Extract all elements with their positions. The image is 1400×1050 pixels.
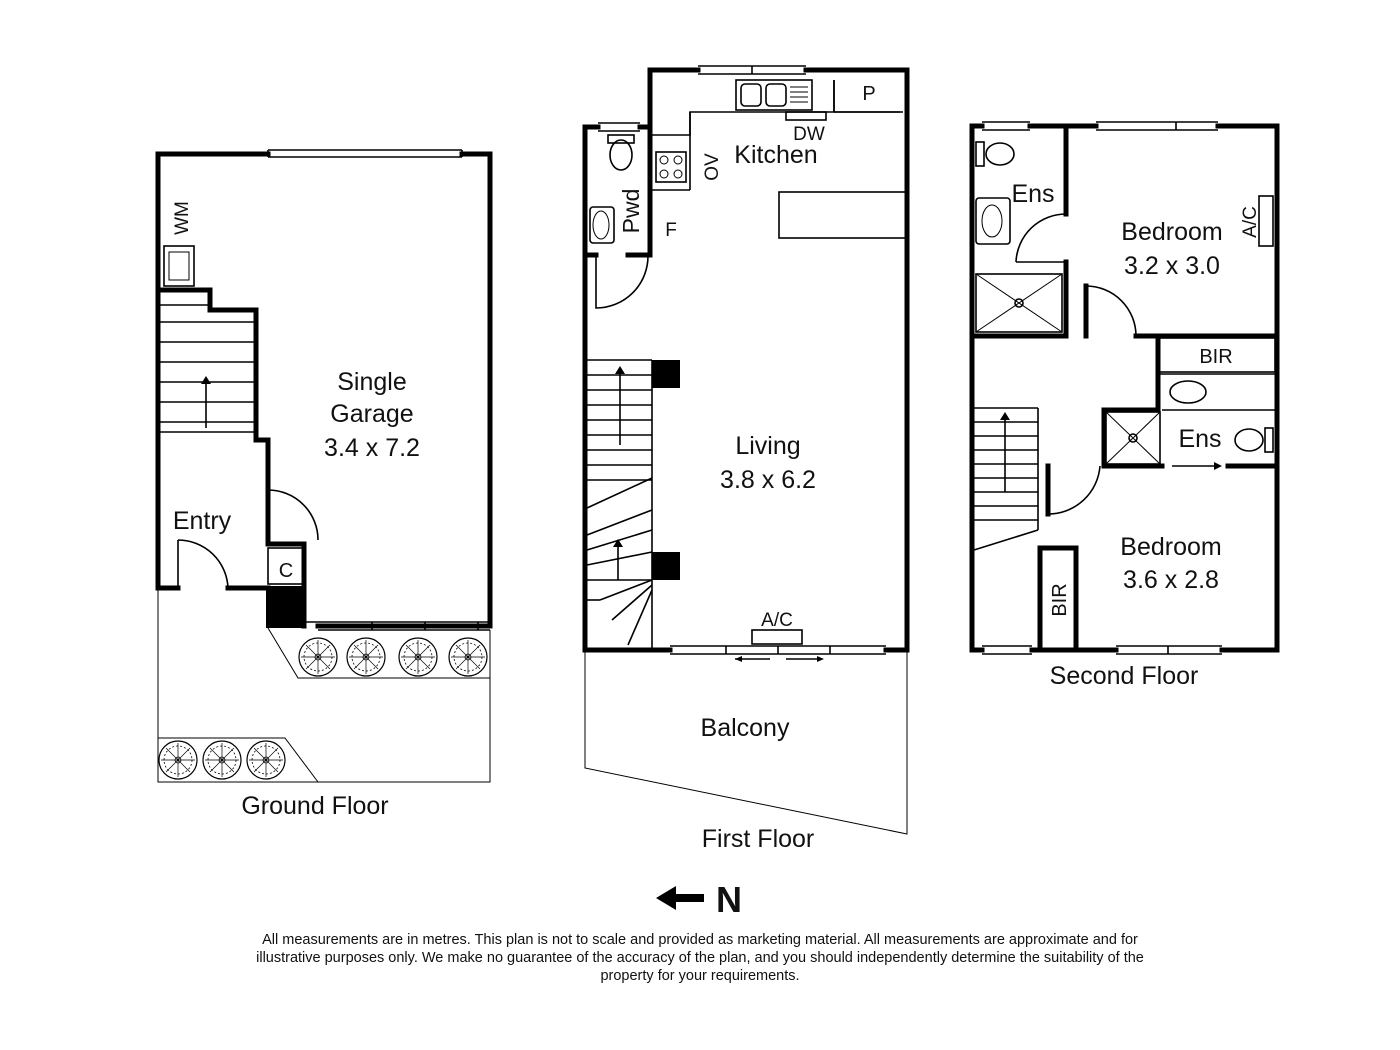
ensuite-window <box>982 121 1030 131</box>
pillar <box>266 586 306 628</box>
shrub-icon <box>202 740 242 780</box>
shrub-icon <box>298 637 338 677</box>
slide-arrow-icon <box>817 656 824 662</box>
stair-up-arrow-icon <box>615 366 625 374</box>
shrub-icon <box>246 740 286 780</box>
shrub-icon <box>448 637 488 677</box>
toilet-icon <box>1234 428 1264 452</box>
ground-floor-plan: Single Garage 3.4 x 7.2 Entry C WM Groun… <box>155 149 493 820</box>
ac-unit <box>1258 195 1274 247</box>
bedroom2-door <box>1047 465 1101 515</box>
second-stairs <box>973 407 1039 551</box>
bedroom1-window <box>1096 121 1218 131</box>
powder-window <box>598 122 640 132</box>
powder-door <box>595 254 649 309</box>
bedroom2-window <box>1116 645 1222 655</box>
shrub-icon <box>158 740 198 780</box>
ensuite1-door <box>1015 213 1067 263</box>
cooktop-icon <box>655 151 687 183</box>
north-compass: N <box>656 879 742 920</box>
north-arrow-icon <box>656 886 704 910</box>
bedroom1-ac-label: A/C <box>1240 206 1261 238</box>
stair-up-arrow-icon <box>1000 412 1010 420</box>
balcony-outline <box>584 652 908 835</box>
garage-label-line1: Single <box>337 368 407 396</box>
toilet-icon <box>609 139 633 171</box>
bedroom2-label: Bedroom <box>1120 533 1221 561</box>
entry-label: Entry <box>173 507 232 535</box>
garage-window <box>267 149 463 158</box>
ac-unit <box>751 629 803 645</box>
ac-label: A/C <box>761 610 793 631</box>
second-floor-title: Second Floor <box>1050 662 1199 690</box>
bedroom1-label: Bedroom <box>1121 218 1222 246</box>
shrub-icon <box>346 637 386 677</box>
slide-arrow-icon <box>735 656 742 662</box>
bath-basin-icon <box>1169 380 1207 404</box>
ensuite1-label: Ens <box>1011 180 1054 208</box>
living-dimensions: 3.8 x 6.2 <box>720 466 816 494</box>
entry-door <box>177 539 229 589</box>
ensuite2-label: Ens <box>1178 425 1221 453</box>
kitchen-island <box>778 191 908 239</box>
stair-up-arrow-icon <box>201 376 211 384</box>
garage-label-line2: Garage <box>330 400 413 428</box>
pillar <box>652 360 680 388</box>
shrub-icon <box>398 637 438 677</box>
fridge-label: F <box>665 220 677 241</box>
north-label: N <box>716 879 742 920</box>
ground-floor-title: Ground Floor <box>241 792 388 820</box>
toilet-icon <box>985 142 1015 166</box>
bir2-label: BIR <box>1049 583 1071 616</box>
pillar <box>652 552 680 580</box>
pantry-label: P <box>862 83 875 105</box>
dishwasher-label: DW <box>793 124 825 145</box>
washing-machine-icon <box>163 245 195 287</box>
balcony-sliding-door <box>670 645 886 662</box>
shower-icon <box>975 273 1063 333</box>
dishwasher-icon <box>785 111 827 121</box>
first-stairs <box>586 359 653 648</box>
balcony-label: Balcony <box>701 714 790 742</box>
ground-stairs <box>160 304 256 433</box>
kitchen-label: Kitchen <box>734 141 817 169</box>
garage-dimensions: 3.4 x 7.2 <box>324 434 420 462</box>
stair-window <box>982 645 1032 655</box>
cupboard-label: C <box>279 560 293 582</box>
wm-label: WM <box>172 201 193 235</box>
basin-icon <box>975 197 1011 245</box>
living-label: Living <box>735 432 800 460</box>
oven-label: OV <box>702 153 723 181</box>
bedroom2-dimensions: 3.6 x 2.8 <box>1123 566 1219 594</box>
sink-icon <box>735 79 813 111</box>
garage-internal-door <box>267 489 319 541</box>
slide-arrow-icon <box>1214 462 1222 470</box>
stair-up-arrow-icon <box>613 539 623 547</box>
basin-icon <box>589 206 615 244</box>
kitchen-window <box>698 65 806 75</box>
first-floor-plan: Kitchen P DW OV F Pwd Living 3.8 x 6.2 A… <box>582 65 910 853</box>
bir1-label: BIR <box>1199 346 1232 368</box>
bedroom1-dimensions: 3.2 x 3.0 <box>1124 252 1220 280</box>
second-floor-plan: Ens Bedroom 3.2 x 3.0 A/C BIR Ens Bedroo… <box>969 121 1280 690</box>
powder-label: Pwd <box>618 189 644 234</box>
shower-icon <box>1105 411 1161 465</box>
first-floor-title: First Floor <box>702 825 815 853</box>
disclaimer-text: All measurements are in metres. This pla… <box>256 932 1144 984</box>
bedroom1-door <box>1085 285 1137 337</box>
garage-front-window <box>304 621 490 631</box>
